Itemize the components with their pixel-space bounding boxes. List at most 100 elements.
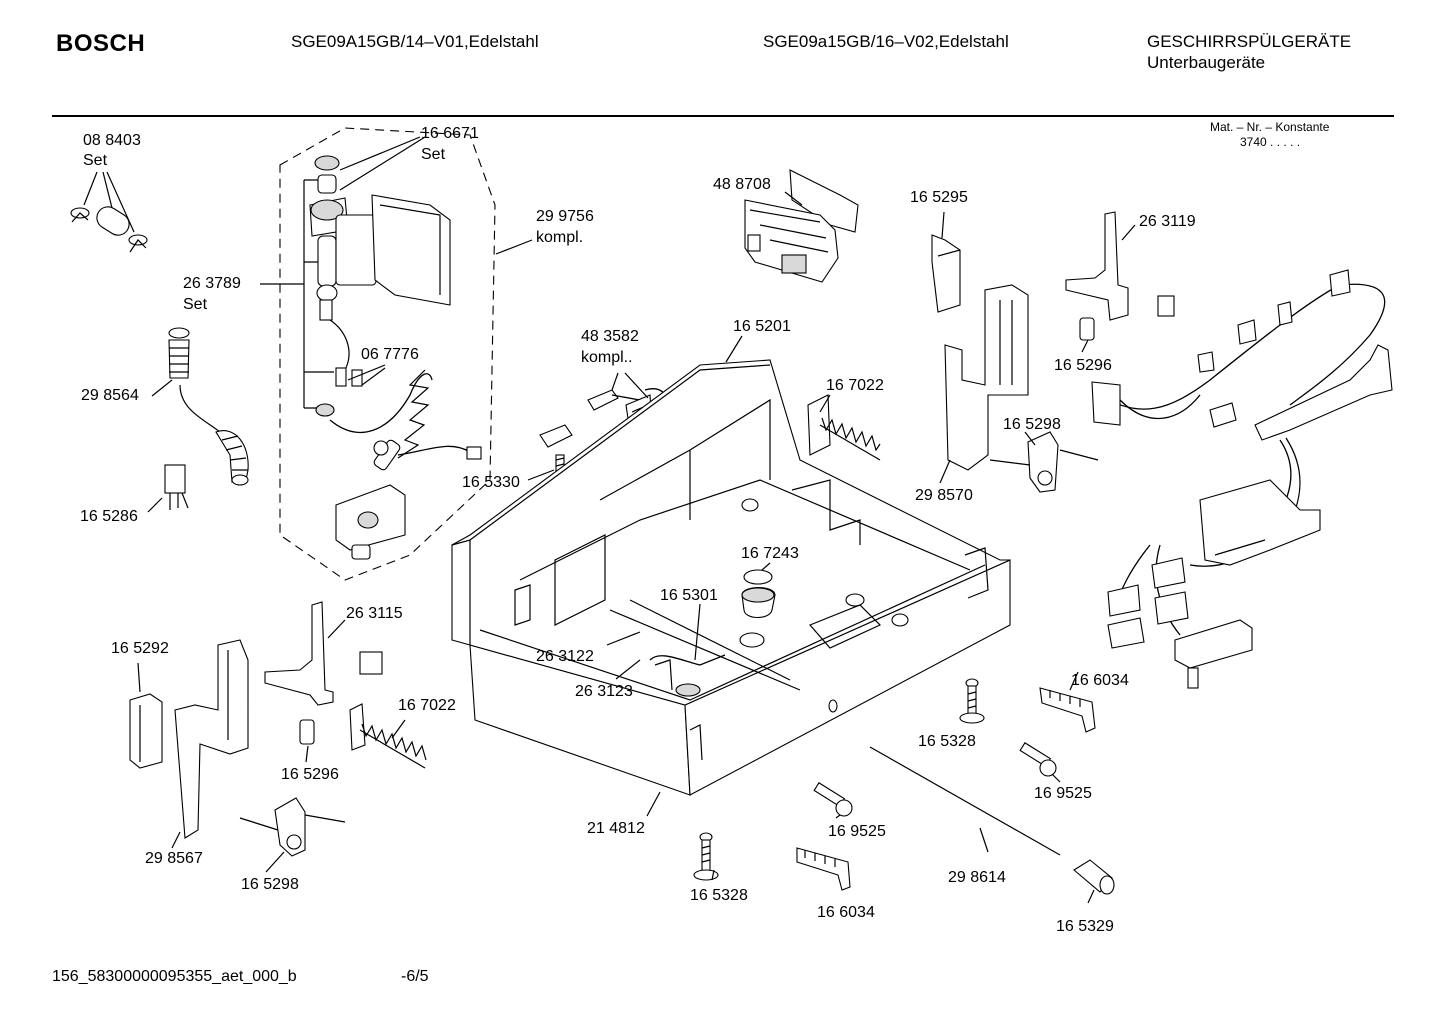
label-165328-left: 16 5328 [690,887,748,904]
leader-165330 [527,469,555,481]
leader-483582 [611,372,649,399]
label-263119: 26 3119 [1139,213,1196,230]
label-165295: 16 5295 [910,189,968,206]
base-frame-part [451,359,1011,796]
wiring-harness-part [1091,269,1393,689]
label-088403: 08 8403 [83,132,141,149]
screw-part-165328-left [693,832,719,881]
label-299756-sub: kompl. [536,229,584,246]
leader-298564 [151,379,173,397]
category-title: GESCHIRRSPÜLGERÄTE [1147,32,1352,51]
label-088403-sub: Set [83,152,108,169]
heater-part-167022-bottom [349,703,427,769]
leader-263122 [606,631,641,646]
model-number-1: SGE09A15GB/14–V01,Edelstahl [291,32,539,51]
leader-165329 [1087,889,1095,904]
screw-part-165328-right [959,678,985,724]
leader-166671 [339,136,426,191]
leader-298614 [979,827,989,853]
label-166671-sub: Set [421,146,446,163]
leader-169525-mid [835,814,841,819]
leader-165301 [694,603,701,661]
leader-165296-top [1081,339,1089,353]
bolt-part-169525-right [1019,742,1057,777]
label-165329: 16 5329 [1056,918,1114,935]
mat-nr-label: Mat. – Nr. – Konstante [1210,120,1330,134]
leader-165296-bottom [305,745,309,763]
label-263789-sub: Set [183,296,208,313]
label-165328-right: 16 5328 [918,733,976,750]
header-rule [52,115,1394,117]
label-488708: 48 8708 [713,176,771,193]
leader-165298-top [1024,431,1036,446]
heater-bracket-part [335,484,406,560]
label-165292: 16 5292 [111,640,169,657]
float-part-167243 [739,569,776,648]
leader-263123 [615,659,641,680]
label-165201: 16 5201 [733,318,791,335]
leader-263115 [327,619,346,639]
comb-part-166034-mid [796,847,851,891]
control-module-part [744,169,859,283]
leader-167022-bottom [391,719,406,739]
bracket-part-298567 [174,639,249,839]
part-165301 [649,654,726,697]
label-167022-bottom: 16 7022 [398,697,456,714]
leader-167243 [761,562,771,571]
leader-298570 [939,459,951,484]
label-298567: 29 8567 [145,850,203,867]
model-number-2: SGE09a15GB/16–V02,Edelstahl [763,32,1009,51]
cap-part-165329 [1073,859,1115,895]
label-483582-sub: kompl.. [581,349,633,366]
leader-165292 [137,662,141,693]
label-263789: 26 3789 [183,275,241,292]
label-298614: 29 8614 [948,869,1006,886]
page-number: -6/5 [401,968,429,985]
switch-part-165298-bottom [239,797,346,857]
label-263115: 26 3115 [346,605,403,622]
leader-165286 [147,497,163,513]
leader-167022-top [819,394,831,413]
label-167243: 16 7243 [741,545,799,562]
label-167022-top: 16 7022 [826,377,884,394]
label-263123: 26 3123 [575,683,633,700]
label-166671: 16 6671 [421,125,479,142]
label-165286: 16 5286 [80,508,138,525]
bracket-part-298570 [944,284,1029,471]
leader-165328-left [711,869,715,881]
bracket-part-263119 [1065,211,1175,321]
label-299756: 29 9756 [536,208,594,225]
leader-166034-right [1069,671,1079,691]
label-298570: 29 8570 [915,487,973,504]
leader-165298-bottom [265,851,285,873]
leader-214812 [646,791,661,817]
document-id: 156_58300000095355_aet_000_b [52,968,297,985]
clip-part-165296-top [1079,317,1095,341]
rod-part-298614 [869,746,1061,856]
leader-165295 [941,211,945,239]
label-298564: 29 8564 [81,387,139,404]
label-165301: 16 5301 [660,587,718,604]
bolt-part-169525-mid [813,782,853,817]
label-166034-right: 16 6034 [1071,672,1129,689]
clip-part-165296-bottom [299,719,315,745]
leader-298567 [171,831,181,849]
group-outline [279,127,496,581]
hose-clamp-set-part [70,171,148,253]
bosch-logo: BOSCH [56,30,146,57]
clip-part-165286 [164,464,189,510]
inlet-valve-part [309,155,451,417]
label-165298-top: 16 5298 [1003,416,1061,433]
leader-263789 [260,179,334,409]
label-165330: 16 5330 [462,474,520,491]
label-263122: 26 3122 [536,648,594,665]
switch-part-165298-top [989,431,1099,493]
heater-part-167022-top [807,394,881,461]
leader-169525-right [1051,773,1061,783]
label-214812: 21 4812 [587,820,645,837]
label-166034-mid: 16 6034 [817,904,875,921]
mat-nr-value: 3740 . . . . . [1240,135,1301,149]
label-169525-right: 16 9525 [1034,785,1092,802]
leader-488708 [784,191,803,206]
leader-263119 [1121,224,1136,241]
